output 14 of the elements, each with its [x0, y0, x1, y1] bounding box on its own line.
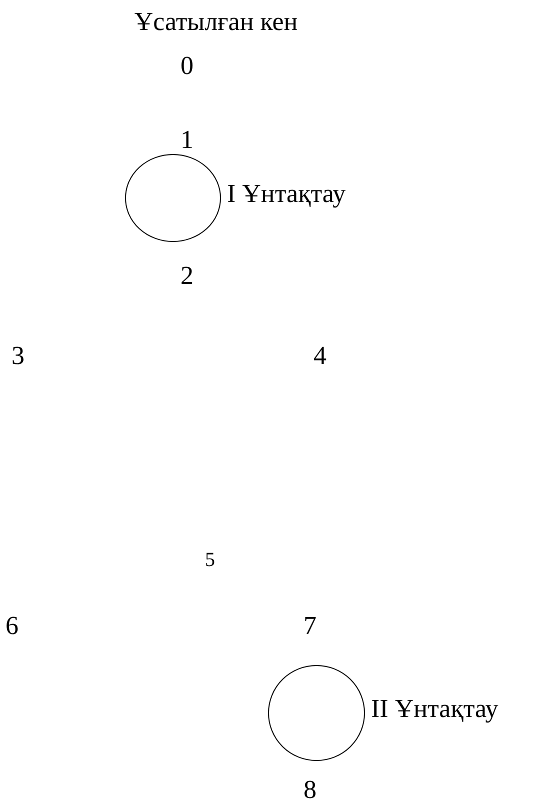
callout-label: 3 — [12, 341, 24, 371]
callout-label: 7 — [304, 611, 316, 641]
callout-label: 5 — [205, 548, 215, 573]
mill-circle — [268, 665, 365, 761]
callout-label: 1 — [180, 125, 194, 155]
callout-label: 8 — [304, 775, 316, 805]
node-caption: I Ұнтақтау — [227, 179, 346, 209]
mill-circle — [125, 154, 221, 242]
callout-label: 2 — [180, 261, 194, 291]
callout-label: 4 — [314, 341, 326, 371]
callout-label: 6 — [6, 611, 18, 641]
node-caption: II Ұнтақтау — [371, 694, 498, 724]
callout-label: 0 — [180, 51, 194, 81]
callout-label: Ұсатылған кен — [134, 7, 298, 37]
